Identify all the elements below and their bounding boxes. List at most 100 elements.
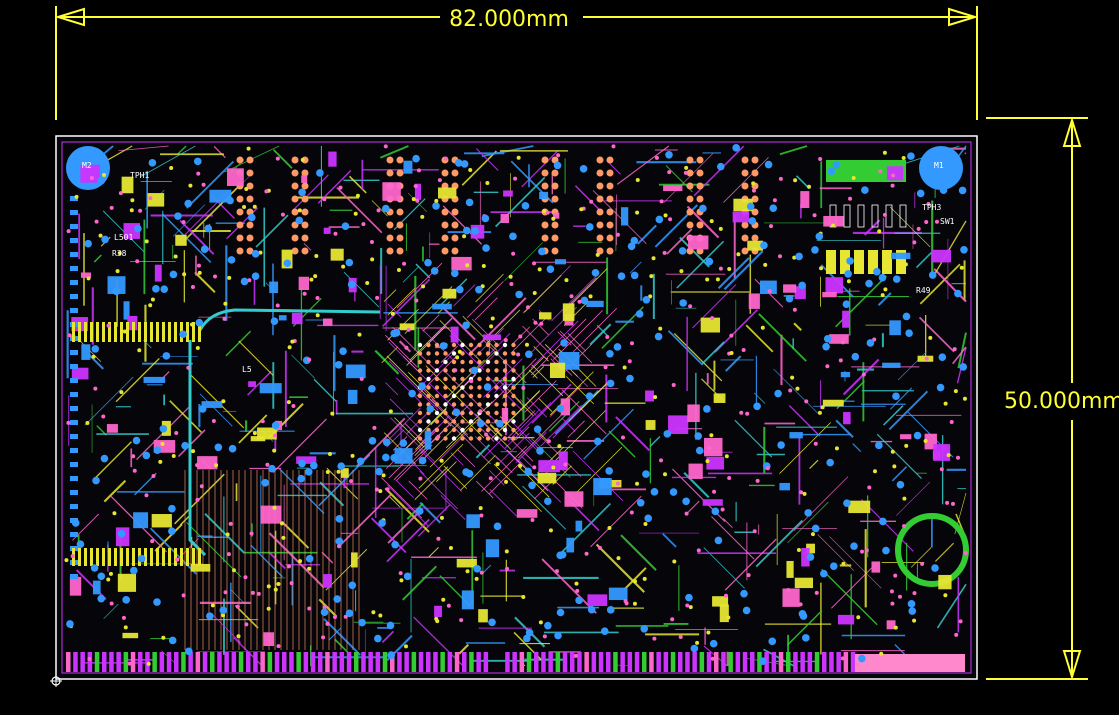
header-pin bbox=[84, 322, 87, 342]
edge-finger bbox=[512, 652, 517, 672]
header-pin bbox=[162, 548, 165, 566]
edge-finger bbox=[850, 652, 856, 672]
bga-ball bbox=[417, 351, 423, 356]
smd-component bbox=[298, 276, 310, 291]
fanout-trace bbox=[491, 390, 541, 439]
trace bbox=[842, 358, 880, 396]
fanout-trace bbox=[572, 308, 617, 353]
via bbox=[169, 166, 174, 171]
edge-finger bbox=[260, 652, 265, 672]
via bbox=[709, 433, 714, 438]
via bbox=[345, 258, 354, 267]
via bbox=[242, 204, 247, 209]
via bbox=[462, 321, 470, 330]
via bbox=[101, 414, 106, 419]
header-pin bbox=[78, 548, 81, 566]
fanout-trace bbox=[538, 397, 553, 412]
fanout-trace bbox=[453, 284, 476, 307]
via bbox=[246, 146, 251, 151]
smd-component bbox=[889, 320, 901, 336]
trace bbox=[213, 146, 226, 159]
edge-finger bbox=[188, 652, 193, 672]
trace bbox=[278, 467, 325, 514]
trace bbox=[745, 324, 774, 353]
via bbox=[188, 183, 193, 188]
edge-finger bbox=[836, 652, 841, 672]
trace bbox=[103, 603, 119, 620]
via bbox=[383, 144, 388, 149]
via bbox=[832, 161, 841, 169]
left-edge-pad bbox=[70, 350, 78, 355]
via bbox=[260, 419, 265, 424]
edge-finger bbox=[555, 652, 561, 672]
smd-component bbox=[432, 303, 452, 310]
via bbox=[349, 479, 354, 484]
header-pin bbox=[120, 322, 123, 342]
smd-component bbox=[322, 318, 333, 326]
via bbox=[598, 481, 607, 489]
via bbox=[707, 446, 712, 451]
connector-pad bbox=[751, 195, 759, 203]
via bbox=[669, 488, 678, 496]
trace bbox=[755, 519, 803, 568]
fanout-trace bbox=[385, 382, 399, 396]
via bbox=[117, 530, 126, 538]
bga-ball bbox=[494, 359, 499, 365]
fanout-trace bbox=[497, 432, 530, 466]
connector-pad bbox=[291, 234, 299, 242]
smd-component bbox=[786, 560, 794, 578]
via bbox=[244, 622, 249, 627]
via bbox=[162, 352, 171, 360]
via bbox=[831, 223, 836, 228]
trace bbox=[325, 548, 368, 591]
bga-ball bbox=[494, 402, 499, 407]
via bbox=[696, 548, 701, 553]
label-inductor-a: L501 bbox=[114, 233, 133, 242]
via bbox=[247, 213, 256, 222]
connector-pad bbox=[741, 221, 749, 229]
smd-component bbox=[663, 185, 683, 192]
via bbox=[195, 463, 200, 468]
via bbox=[710, 656, 715, 661]
smd-component bbox=[485, 539, 500, 558]
via bbox=[844, 270, 852, 278]
via bbox=[938, 353, 947, 362]
trace bbox=[172, 204, 206, 237]
bga-ball bbox=[434, 359, 440, 365]
via bbox=[873, 267, 881, 276]
via bbox=[196, 171, 201, 176]
connector-pad bbox=[246, 156, 254, 164]
trace bbox=[475, 148, 499, 171]
via bbox=[533, 320, 538, 325]
via bbox=[745, 411, 750, 416]
via bbox=[404, 644, 409, 649]
bga-ball bbox=[451, 351, 457, 356]
fanout-trace bbox=[561, 389, 607, 435]
via bbox=[585, 223, 594, 231]
bga-ball bbox=[485, 419, 491, 424]
connector-pad bbox=[291, 195, 299, 203]
via bbox=[530, 518, 535, 523]
smd-component bbox=[154, 264, 162, 282]
via bbox=[228, 521, 233, 526]
via bbox=[613, 343, 622, 351]
via bbox=[235, 604, 240, 609]
smd-component bbox=[503, 190, 513, 197]
smd-component bbox=[759, 280, 777, 295]
edge-finger bbox=[591, 652, 597, 672]
fanout-trace bbox=[502, 356, 545, 399]
via bbox=[439, 342, 448, 350]
bga-ball bbox=[511, 419, 516, 424]
via bbox=[148, 196, 153, 201]
via bbox=[684, 165, 689, 170]
connector-pad bbox=[246, 195, 254, 203]
via bbox=[478, 409, 483, 414]
smd-component bbox=[891, 252, 911, 260]
trace bbox=[186, 160, 235, 209]
via bbox=[617, 272, 626, 280]
via bbox=[452, 408, 461, 417]
fanout-trace bbox=[440, 345, 458, 363]
bga-ball bbox=[460, 419, 465, 424]
edge-finger bbox=[426, 652, 431, 672]
via bbox=[891, 173, 896, 178]
